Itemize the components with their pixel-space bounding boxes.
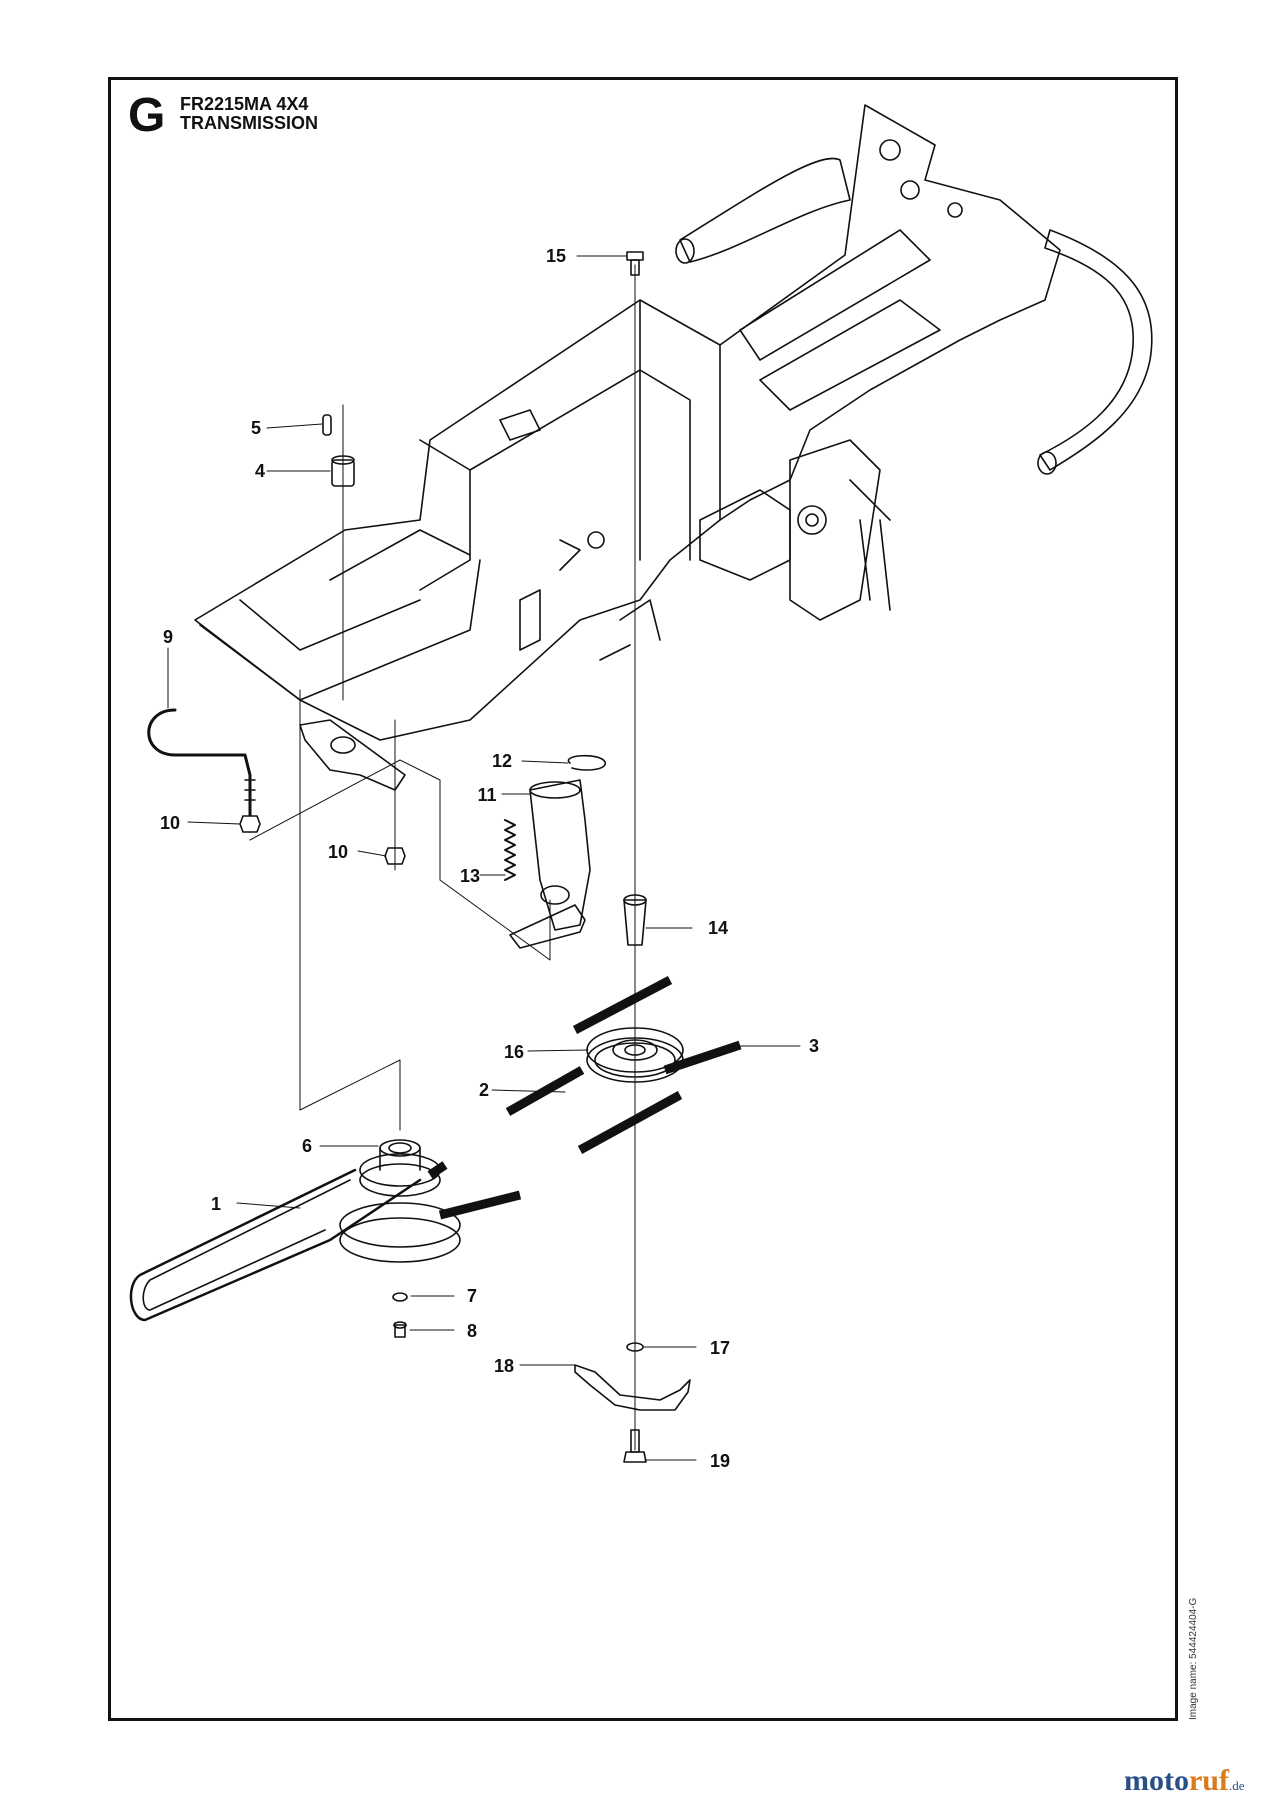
idler-bracket [299,719,406,791]
image-name-label: Image name: 544424404-G [1188,1597,1199,1720]
callout-8: 8 [467,1321,477,1341]
callout-13: 13 [460,866,480,886]
callout-6: 6 [302,1136,312,1156]
part-14-spacer [623,894,647,946]
callout-15: 15 [546,246,566,266]
part-6-drive-pulley [339,1139,461,1263]
part-15-bolt [626,251,644,276]
part-8-screw [393,1321,407,1338]
callout-1: 1 [211,1194,221,1214]
part-5-pin [322,414,332,436]
part-13-spring [504,819,516,881]
callout-17: 17 [710,1338,730,1358]
brand-logo-part2: ruf [1188,1764,1229,1797]
callout-16: 16 [504,1042,524,1062]
callout-19: 19 [710,1451,730,1471]
callout-labels: 1 2 3 4 5 6 7 8 9 10 10 11 12 13 14 15 1… [160,246,819,1471]
callout-10-right: 10 [328,842,348,862]
diagram-frame [108,77,1178,1721]
callout-11: 11 [477,785,496,805]
main-frame [194,104,1061,741]
section-letter: G [128,89,166,142]
callout-4: 4 [255,461,265,481]
model-title: FR2215MA 4X4 [180,94,309,114]
brand-logo[interactable]: motoruf.de [1124,1766,1245,1796]
part-7-washer [392,1292,408,1302]
part-10-nut-left [239,815,261,833]
callout-14: 14 [708,918,728,938]
part-11-idler-arm [509,779,591,949]
part-1-belt [129,1168,422,1322]
callout-7: 7 [467,1286,477,1306]
part-3-belt [427,1040,742,1220]
callout-12: 12 [492,751,512,771]
callout-2: 2 [479,1080,489,1100]
brand-logo-domain: .de [1228,1778,1245,1793]
part-4-bushing [331,455,355,487]
callout-leaders [167,255,801,1461]
callout-5: 5 [251,418,261,438]
part-12-clip [567,754,606,771]
callout-10-left: 10 [160,813,180,833]
assembly-centerlines [249,264,636,1451]
part-18-bracket [574,1364,691,1411]
callout-3: 3 [809,1036,819,1056]
part-16-idler-pulley [586,1027,684,1083]
part-19-bolt [623,1429,647,1463]
callout-18: 18 [494,1356,514,1376]
part-9-rod [147,708,256,817]
part-2-belt [505,976,673,1116]
section-title: TRANSMISSION [180,113,319,133]
handle-bar [675,157,1153,475]
brand-logo-part1: moto [1124,1764,1189,1797]
callout-9: 9 [163,627,173,647]
